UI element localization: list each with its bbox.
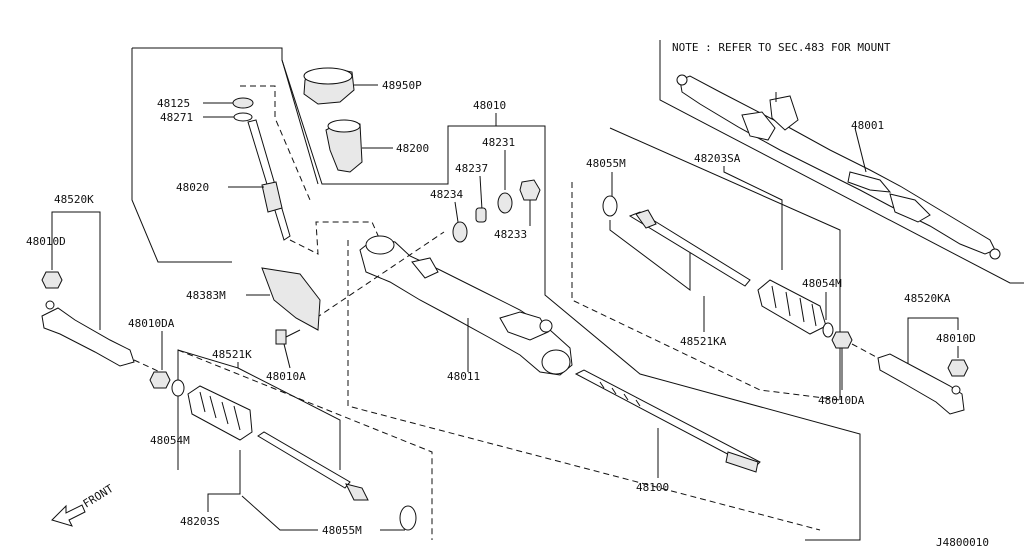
label-48054M-right: 48054M bbox=[802, 277, 842, 290]
nut-48010DA-right bbox=[831, 331, 853, 349]
label-48010D-right: 48010D bbox=[936, 332, 976, 345]
part-48011 bbox=[359, 235, 573, 376]
part-48521KA bbox=[628, 209, 751, 287]
steering-gear-assembly-48001 bbox=[659, 40, 1024, 284]
part-48020 bbox=[228, 119, 291, 241]
part-48203S bbox=[187, 385, 253, 441]
part-48200 bbox=[325, 119, 393, 173]
part-48237 bbox=[475, 207, 487, 223]
part-48271 bbox=[233, 112, 253, 122]
label-48010DA-left: 48010DA bbox=[128, 317, 175, 330]
clamp-48055M-bottom bbox=[399, 505, 417, 531]
label-48383M: 48383M bbox=[186, 289, 226, 302]
part-48520KA bbox=[877, 353, 965, 415]
front-arrow-icon bbox=[51, 504, 86, 527]
label-48521K: 48521K bbox=[212, 348, 252, 361]
label-48203SA: 48203SA bbox=[694, 152, 741, 165]
label-48521KA: 48521KA bbox=[680, 335, 727, 348]
label-48200: 48200 bbox=[396, 142, 429, 155]
nut-48010D-left bbox=[41, 271, 63, 289]
part-48010A bbox=[275, 329, 301, 369]
label-48011: 48011 bbox=[447, 370, 480, 383]
label-48271: 48271 bbox=[160, 111, 193, 124]
label-48100: 48100 bbox=[636, 481, 669, 494]
part-48100 bbox=[574, 369, 761, 473]
label-48231: 48231 bbox=[482, 136, 515, 149]
label-48010A: 48010A bbox=[266, 370, 306, 383]
label-48054M-left: 48054M bbox=[150, 434, 190, 447]
clamp-48054M-left bbox=[171, 379, 185, 397]
note-text: NOTE : REFER TO SEC.483 FOR MOUNT bbox=[672, 41, 891, 54]
label-48010: 48010 bbox=[473, 99, 506, 112]
part-48950P bbox=[303, 67, 378, 105]
label-48001: 48001 bbox=[851, 119, 884, 132]
label-48237: 48237 bbox=[455, 162, 488, 175]
label-48233: 48233 bbox=[494, 228, 527, 241]
part-48520K bbox=[41, 300, 135, 367]
part-48521K bbox=[257, 431, 369, 501]
part-48125 bbox=[232, 97, 254, 109]
label-48020: 48020 bbox=[176, 181, 209, 194]
label-48520K: 48520K bbox=[54, 193, 94, 206]
part-48234 bbox=[452, 221, 468, 243]
clamp-48055M-top bbox=[602, 195, 618, 217]
label-48010DA-right: 48010DA bbox=[818, 394, 865, 407]
label-48234: 48234 bbox=[430, 188, 463, 201]
label-48203S: 48203S bbox=[180, 515, 220, 528]
label-48010D-left: 48010D bbox=[26, 235, 66, 248]
part-48233 bbox=[519, 179, 541, 201]
clamp-48054M-right bbox=[822, 322, 834, 338]
nut-48010DA-left bbox=[149, 371, 171, 389]
label-48520KA: 48520KA bbox=[904, 292, 951, 305]
part-48231 bbox=[497, 192, 513, 214]
front-direction-label: FRONT bbox=[81, 482, 116, 511]
figure-code: J4800010 bbox=[936, 536, 989, 549]
part-48383M bbox=[246, 267, 321, 331]
label-48055M-bottom: 48055M bbox=[322, 524, 362, 537]
label-48125: 48125 bbox=[157, 97, 190, 110]
label-48950P: 48950P bbox=[382, 79, 422, 92]
nut-48010D-right bbox=[947, 359, 969, 377]
label-48055M-top: 48055M bbox=[586, 157, 626, 170]
